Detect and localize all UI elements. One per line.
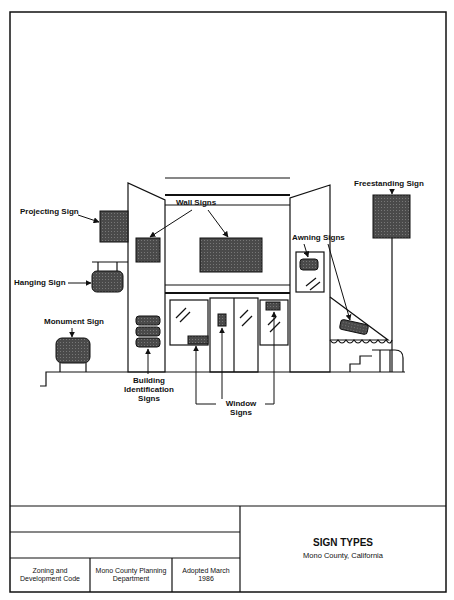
callout-label: Window Signs xyxy=(217,399,265,417)
callout-label: Building Identification Signs xyxy=(118,376,180,404)
callout-label: Awning Signs xyxy=(292,233,352,242)
drawing-title: SIGN TYPES xyxy=(313,537,373,549)
callout-label: Projecting Sign xyxy=(20,207,80,216)
title-cell: SIGN TYPES Mono County, California xyxy=(241,507,445,591)
callout-label: Monument Sign xyxy=(44,317,108,326)
title-block-text: Mono County Planning Department xyxy=(94,567,168,583)
title-block-cell: Adopted March 1986 xyxy=(173,559,239,591)
title-block-text: Mono County, California xyxy=(303,552,383,561)
title-block-text: Zoning and Development Code xyxy=(14,567,86,583)
title-block-cell: Zoning and Development Code xyxy=(11,559,89,591)
callout-label: Hanging Sign xyxy=(14,278,70,287)
callout-label: Freestanding Sign xyxy=(354,179,434,188)
callout-label: Wall Signs xyxy=(176,198,236,207)
title-block-text: Adopted March 1986 xyxy=(176,567,236,583)
title-block-cell: Mono County Planning Department xyxy=(91,559,171,591)
